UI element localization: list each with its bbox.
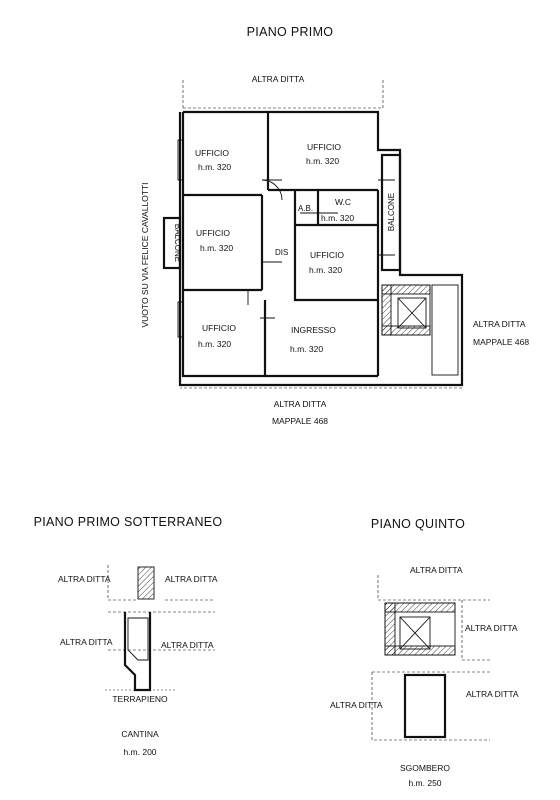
bottom-neighbor-label: ALTRA DITTA	[274, 399, 327, 409]
window-1	[177, 139, 184, 181]
sgombero-height: h.m. 250	[408, 778, 441, 788]
quinto-label-2: ALTRA DITTA	[465, 623, 518, 633]
room-ufficio-1-height: h.m. 320	[198, 162, 231, 172]
room-ingresso-name: INGRESSO	[291, 325, 336, 335]
room-ufficio-4-height: h.m. 320	[309, 265, 342, 275]
cantina-walls	[123, 612, 152, 692]
street-label: VUOTO SU VIA FELICE CAVALLOTTI	[140, 182, 150, 327]
balcone-left-box	[162, 216, 182, 270]
room-ufficio-2-name: UFFICIO	[307, 142, 341, 152]
room-ufficio-4-name: UFFICIO	[310, 250, 344, 260]
quinto-label-4: ALTRA DITTA	[466, 689, 519, 699]
sotterraneo-boundaries	[107, 565, 215, 651]
room-ufficio-5-height: h.m. 320	[198, 339, 231, 349]
balcone-right-box	[380, 153, 402, 272]
sotterraneo-label-1: ALTRA DITTA	[58, 574, 111, 584]
sotterraneo-label-3: ALTRA DITTA	[60, 637, 113, 647]
right-mappale-label: MAPPALE 468	[473, 337, 529, 347]
piano-sotterraneo-plan: PIANO PRIMO SOTTERRANEO ALTRA DITTA ALTR…	[34, 515, 223, 757]
right-rooms-walls	[265, 188, 380, 378]
room-ingresso-height: h.m. 320	[290, 344, 323, 354]
piano-primo-plan: PIANO PRIMO ALTRA DITTA BALCONE BALCONE …	[140, 25, 529, 426]
quinto-label-1: ALTRA DITTA	[410, 565, 463, 575]
top-neighbor-label: ALTRA DITTA	[252, 74, 305, 84]
sgombero-walls	[403, 673, 447, 739]
sotterraneo-title: PIANO PRIMO SOTTERRANEO	[34, 515, 223, 529]
room-wc-height: h.m. 320	[321, 213, 354, 223]
room-ufficio-3-height: h.m. 320	[200, 243, 233, 253]
room-ufficio-5-name: UFFICIO	[202, 323, 236, 333]
top-neighbor-boundary	[182, 80, 384, 109]
room-ufficio-2-height: h.m. 320	[306, 156, 339, 166]
bottom-neighbor-boundary	[180, 278, 463, 389]
sotterraneo-label-2: ALTRA DITTA	[165, 574, 218, 584]
dis-label: DIS	[275, 248, 288, 257]
right-neighbor-label: ALTRA DITTA	[473, 319, 526, 329]
left-offices-walls	[181, 112, 270, 378]
sotterraneo-label-4: ALTRA DITTA	[161, 640, 214, 650]
room-ufficio-1-name: UFFICIO	[195, 148, 229, 158]
sotterraneo-stair	[137, 566, 155, 600]
cantina-inner	[127, 617, 149, 661]
balcone-right-label: BALCONE	[387, 193, 396, 231]
piano-quinto-plan: PIANO QUINTO ALTRA DITTA ALTRA DITTA ALT…	[330, 517, 519, 788]
quinto-top-boundary	[377, 575, 490, 661]
room-wc-name: W.C	[335, 197, 351, 207]
cantina-height: h.m. 200	[123, 747, 156, 757]
bottom-mappale-label: MAPPALE 468	[272, 416, 328, 426]
balcone-left-label: BALCONE	[173, 224, 182, 262]
quinto-bottom-boundary	[371, 671, 490, 741]
quinto-stair-block	[384, 602, 456, 656]
quinto-title: PIANO QUINTO	[371, 517, 465, 531]
ab-label: A.B.	[298, 204, 313, 213]
sgombero-label: SGOMBERO	[400, 763, 450, 773]
cantina-label: CANTINA	[121, 729, 159, 739]
piano-primo-title: PIANO PRIMO	[247, 25, 334, 39]
quinto-label-3: ALTRA DITTA	[330, 700, 383, 710]
outer-wall	[178, 110, 464, 387]
stair-block	[381, 284, 459, 376]
window-2	[177, 301, 184, 338]
door-swings	[247, 179, 395, 319]
room-ufficio-3-name: UFFICIO	[196, 228, 230, 238]
terrapieno-label: TERRAPIENO	[112, 694, 168, 704]
